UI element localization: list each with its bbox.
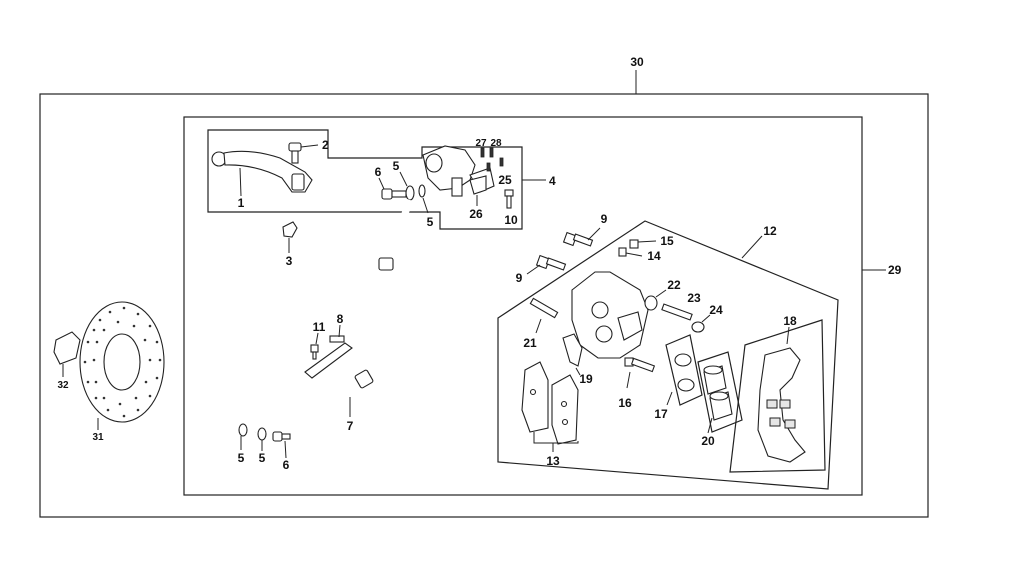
brake-lever bbox=[211, 150, 313, 197]
callout-9a: 9 bbox=[601, 212, 608, 226]
o-ring bbox=[691, 314, 711, 333]
caliper-pistons bbox=[697, 351, 743, 434]
callout-5c: 5 bbox=[238, 451, 245, 465]
callout-27: 27 bbox=[475, 138, 487, 149]
callout-10: 10 bbox=[504, 213, 518, 227]
callout-29: 29 bbox=[888, 263, 902, 277]
pad-pin bbox=[529, 297, 559, 334]
callout-5a: 5 bbox=[393, 159, 400, 173]
callout-22: 22 bbox=[667, 278, 681, 292]
brake-hose bbox=[251, 198, 414, 434]
caliper-body bbox=[571, 271, 649, 359]
lever-nut bbox=[282, 221, 298, 253]
callout-28: 28 bbox=[490, 138, 502, 149]
clip-bolt bbox=[310, 332, 319, 360]
callout-4: 4 bbox=[549, 174, 556, 188]
callout-6a: 6 bbox=[375, 165, 382, 179]
callout-1: 1 bbox=[238, 196, 245, 210]
pivot-bolt bbox=[288, 142, 319, 164]
disc-shim bbox=[53, 331, 81, 377]
callout-5b: 5 bbox=[427, 215, 434, 229]
callout-15: 15 bbox=[660, 234, 674, 248]
caliper-seal bbox=[644, 289, 667, 311]
callout-16: 16 bbox=[618, 396, 632, 410]
callout-11: 11 bbox=[313, 320, 326, 334]
clamp-bolt bbox=[504, 189, 514, 209]
callout-24: 24 bbox=[709, 303, 723, 317]
upper-banjo-fitting bbox=[378, 171, 429, 214]
callout-3: 3 bbox=[286, 254, 293, 268]
callout-6b: 6 bbox=[283, 458, 290, 472]
caliper-bracket bbox=[729, 319, 826, 473]
brake-disc bbox=[79, 301, 165, 430]
callout-9b: 9 bbox=[516, 271, 523, 285]
callout-7: 7 bbox=[347, 419, 354, 433]
slide-pin bbox=[661, 303, 693, 321]
callout-17: 17 bbox=[654, 407, 668, 421]
inner-assembly-frame bbox=[183, 116, 863, 496]
callout-23: 23 bbox=[687, 291, 701, 305]
bleed-cap bbox=[618, 247, 643, 257]
callout-14: 14 bbox=[647, 249, 661, 263]
callout-13: 13 bbox=[546, 454, 560, 468]
clamp-bracket bbox=[469, 175, 487, 206]
callout-19: 19 bbox=[579, 372, 593, 386]
brake-pads bbox=[521, 361, 579, 452]
callout-5d: 5 bbox=[259, 451, 266, 465]
callout-8: 8 bbox=[337, 312, 344, 326]
callout-32: 32 bbox=[57, 380, 69, 391]
callout-labels: 30 29 1 2 3 4 6 5 5 27 28 25 26 10 11 8 … bbox=[57, 55, 901, 472]
callout-2: 2 bbox=[322, 138, 329, 152]
callout-20: 20 bbox=[701, 434, 715, 448]
pad-spring bbox=[562, 333, 583, 376]
callout-12: 12 bbox=[763, 224, 777, 238]
guide-bolt bbox=[624, 357, 656, 389]
caliper-mount-bolt-upper bbox=[562, 227, 601, 247]
lower-banjo-fitting bbox=[238, 423, 291, 459]
callout-25: 25 bbox=[498, 173, 512, 187]
caliper-mount-bolt-lower bbox=[526, 254, 567, 275]
callout-31: 31 bbox=[92, 432, 104, 443]
callout-26: 26 bbox=[469, 207, 483, 221]
master-cylinder-group-frame bbox=[207, 129, 523, 230]
outer-assembly-frame bbox=[39, 93, 929, 518]
leader-12 bbox=[741, 235, 763, 259]
piston-seals bbox=[665, 334, 703, 406]
callout-21: 21 bbox=[523, 336, 537, 350]
hose-clip bbox=[304, 324, 353, 379]
callout-30: 30 bbox=[630, 55, 644, 69]
callout-18: 18 bbox=[783, 314, 797, 328]
caliper-group-frame bbox=[497, 220, 839, 490]
reservoir-screws bbox=[480, 147, 504, 172]
bleed-screw bbox=[629, 239, 657, 249]
